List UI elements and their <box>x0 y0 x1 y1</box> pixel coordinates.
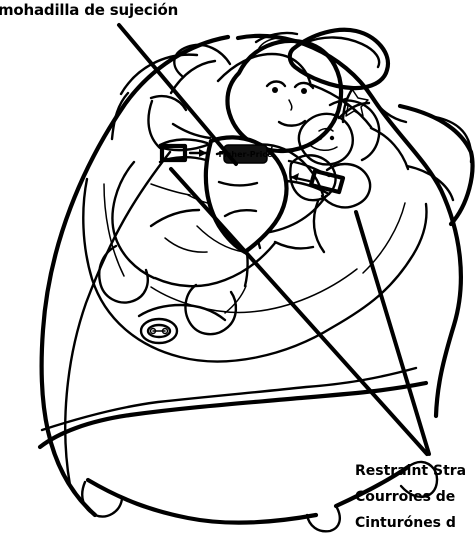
restraint-strap-label-es: Cinturónes d <box>355 514 456 532</box>
buckle-control <box>139 305 225 343</box>
restraint-strap-label-fr: Courroies de <box>355 488 455 506</box>
restraint-strap-label-en: Restraint Stra <box>355 462 466 480</box>
seat-frame <box>40 36 472 531</box>
restraint-strap-labels: Restraint Stra Courroies de Cinturónes d <box>355 462 475 538</box>
